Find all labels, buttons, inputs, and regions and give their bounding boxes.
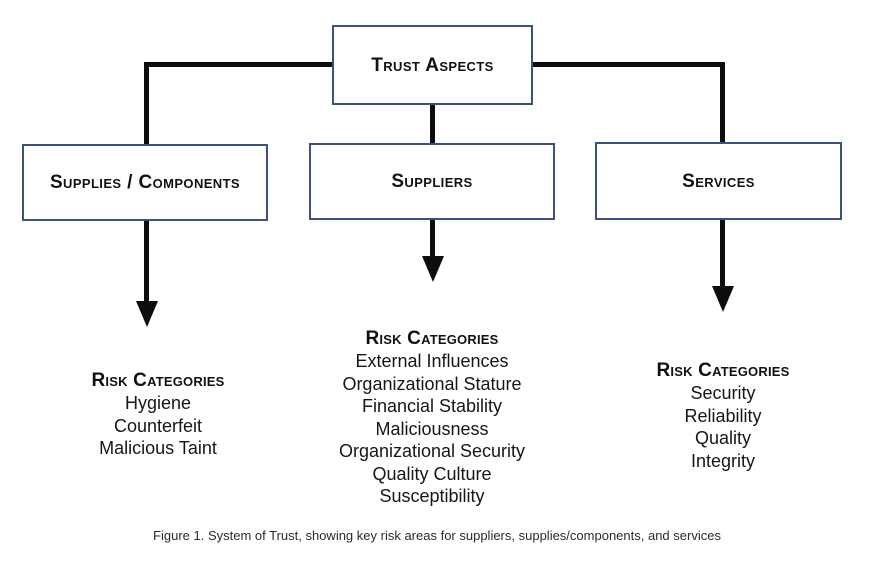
risk-category-item: External Influences xyxy=(355,351,509,372)
risk-category-item: Reliability xyxy=(684,405,762,426)
risk-category-item: Malicious Taint xyxy=(99,438,217,459)
node-services: Services xyxy=(595,142,842,220)
node-trust-aspects-label: Trust Aspects xyxy=(371,54,494,76)
connector-root-to-supplies-vertical xyxy=(144,62,149,148)
risk-category-item: Integrity xyxy=(690,450,756,471)
risk-category-item: Hygiene xyxy=(124,393,192,414)
risk-categories-heading: Risk Categories xyxy=(91,370,225,391)
arrow-head xyxy=(422,256,444,282)
risk-category-item: Quality xyxy=(694,428,752,449)
risk-categories-services: Risk Categories Security Reliability Qua… xyxy=(633,360,813,472)
risk-category-item: Organizational Security xyxy=(338,441,526,462)
arrow-head xyxy=(136,301,158,327)
node-supplies-components-label: Supplies / Components xyxy=(49,172,241,193)
risk-category-item: Financial Stability xyxy=(361,396,503,417)
arrow-stem xyxy=(430,218,435,260)
risk-category-item: Counterfeit xyxy=(113,415,203,436)
risk-category-item: Organizational Stature xyxy=(342,373,522,394)
risk-categories-heading: Risk Categories xyxy=(656,360,790,381)
risk-categories-heading: Risk Categories xyxy=(365,328,499,349)
connector-root-to-supplies-horizontal xyxy=(144,62,334,67)
connector-root-to-suppliers-vertical xyxy=(430,103,435,147)
risk-category-item: Security xyxy=(690,383,756,404)
node-services-label: Services xyxy=(682,170,755,192)
arrow-head xyxy=(712,286,734,312)
risk-categories-suppliers: Risk Categories External Influences Orga… xyxy=(327,328,537,508)
node-supplies-components: Supplies / Components xyxy=(22,144,268,221)
risk-category-item: Quality Culture xyxy=(372,463,492,484)
node-suppliers: Suppliers xyxy=(309,143,555,220)
figure-caption: Figure 1. System of Trust, showing key r… xyxy=(153,528,721,543)
connector-root-to-services-vertical xyxy=(720,62,725,147)
connector-root-to-services-horizontal xyxy=(531,62,725,67)
arrow-stem xyxy=(720,218,725,290)
risk-category-item: Susceptibility xyxy=(379,486,485,507)
node-suppliers-label: Suppliers xyxy=(391,171,473,192)
arrow-stem xyxy=(144,219,149,305)
risk-category-item: Maliciousness xyxy=(375,418,489,439)
node-trust-aspects: Trust Aspects xyxy=(332,25,533,105)
risk-categories-supplies-components: Risk Categories Hygiene Counterfeit Mali… xyxy=(58,370,258,460)
